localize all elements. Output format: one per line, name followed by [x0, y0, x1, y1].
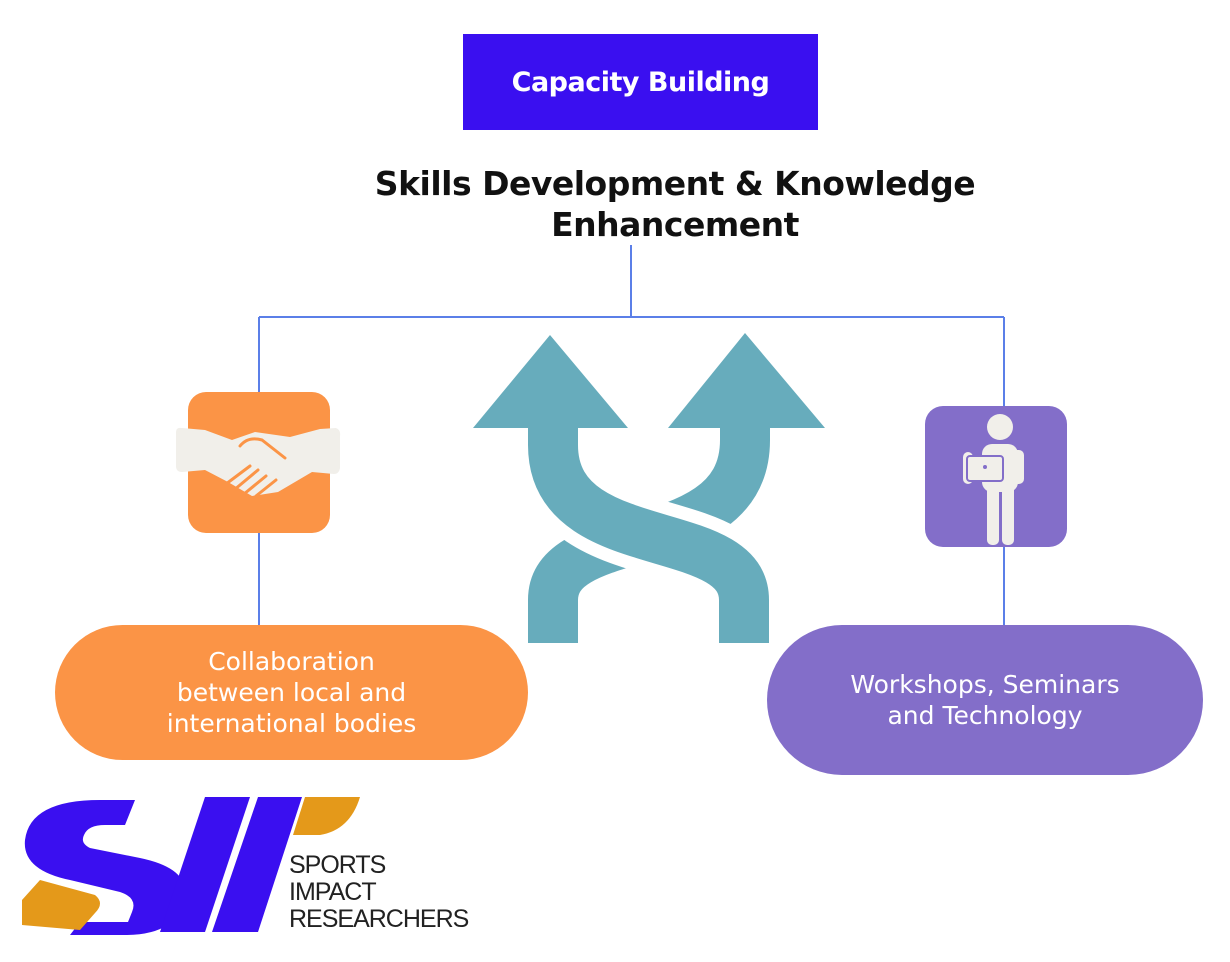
logo-line-3: RESEARCHERS	[289, 905, 469, 933]
logo-line-1: SPORTS	[289, 851, 386, 879]
header-title: Capacity Building	[511, 66, 770, 98]
workshops-line-2: and Technology	[887, 701, 1083, 730]
workshops-pill: Workshops, Seminars and Technology	[767, 625, 1203, 775]
person-laptop-icon	[925, 406, 1067, 547]
logo-line-2: IMPACT	[289, 878, 377, 906]
logo-wordmark: SPORTS IMPACT RESEARCHERS	[289, 851, 469, 933]
capacity-building-header: Capacity Building	[463, 34, 818, 130]
crossing-arrows-icon	[473, 333, 825, 643]
collaboration-line-3: international bodies	[166, 709, 417, 738]
handshake-icon	[176, 392, 341, 533]
subtitle-heading: Skills Development & Knowledge Enhanceme…	[330, 163, 1020, 245]
sii-logo-mark	[22, 797, 360, 935]
subtitle-line-2: Enhancement	[551, 205, 799, 244]
subtitle-line-1: Skills Development & Knowledge	[374, 164, 976, 203]
collaboration-line-2: between local and	[176, 678, 407, 707]
collaboration-line-1: Collaboration	[208, 647, 375, 676]
collaboration-pill: Collaboration between local and internat…	[55, 625, 528, 760]
workshops-line-1: Workshops, Seminars	[850, 670, 1120, 699]
